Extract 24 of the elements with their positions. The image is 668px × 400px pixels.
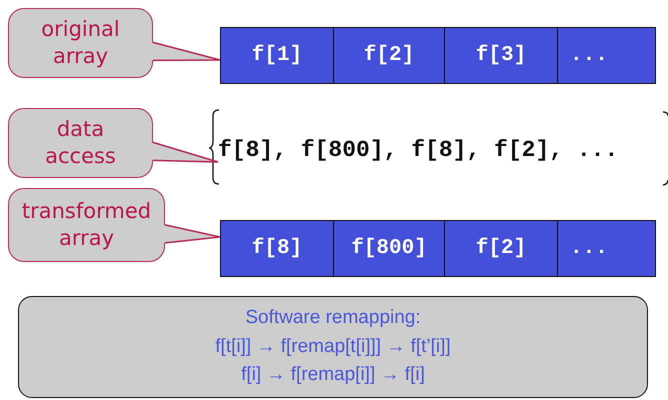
bubble-label: data access (44, 116, 117, 170)
cell-label: ... (570, 237, 608, 260)
speech-bubble (8, 8, 153, 78)
array-bar (220, 27, 656, 84)
speech-bubble (8, 108, 153, 178)
callout-pointer (164, 224, 221, 244)
bubble-label: transformed array (20, 198, 152, 252)
access-sequence: f[8], f[800], f[8], f[2], ... (218, 137, 618, 163)
cell-label: f[2] (364, 44, 414, 67)
note-panel (18, 296, 648, 398)
formula-text: f[t[i]] → f[remap[t[i]]] → f[t’[i]] (215, 334, 451, 359)
cell-label: ... (570, 44, 608, 67)
cell-label: f[8] (252, 237, 302, 260)
cell-label: f[3] (476, 44, 526, 67)
callout-pointer (152, 142, 219, 163)
cell-label: f[2] (476, 237, 526, 260)
array-bar (220, 220, 656, 277)
panel-heading: Software remapping: (245, 306, 421, 330)
callout-pointer (152, 42, 221, 62)
cell-label: f[800] (351, 237, 427, 260)
formula-text: f[i] → f[remap[i]] → f[i] (241, 363, 425, 388)
speech-bubble (8, 188, 165, 262)
bubble-label: original array (40, 16, 121, 70)
cell-label: f[1] (252, 44, 302, 67)
